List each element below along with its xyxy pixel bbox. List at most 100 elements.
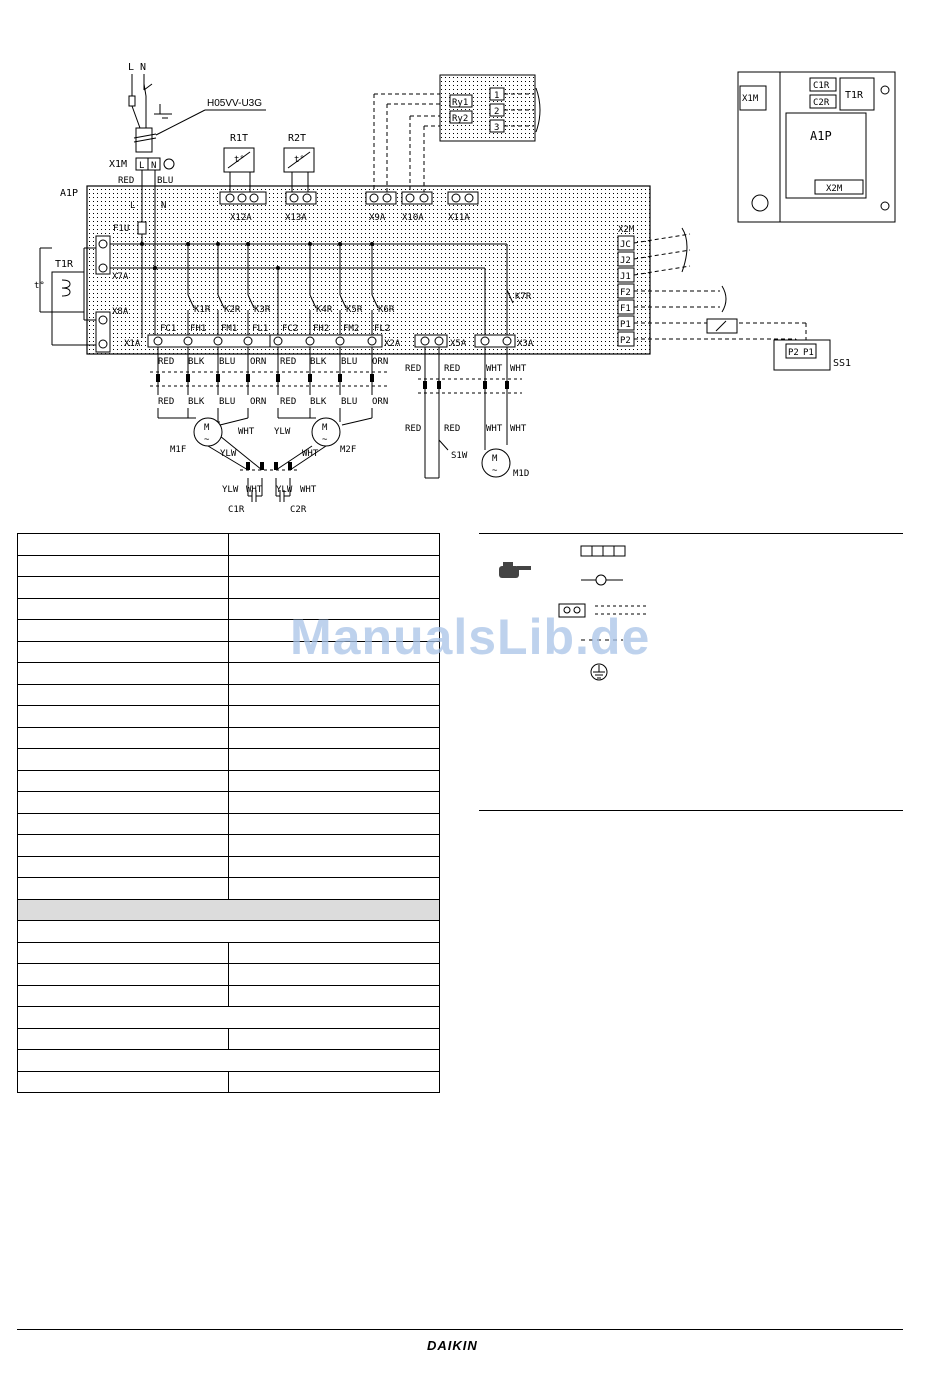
connector-symbol [581,574,623,586]
wire-red-5: RED [158,397,174,407]
legend-table [17,533,440,1093]
noise-filter [706,318,738,334]
m1d-m: M [492,454,498,464]
output-relays [449,87,505,133]
wire-red-6: RED [280,397,296,407]
term-fh1: FH1 [190,324,206,334]
label-x8a: X8A [112,307,129,317]
t1r-t: t° [34,281,45,291]
sb-a1p: A1P [810,129,832,143]
x2m-terminal-strip [617,235,635,347]
ss1-p1: P1 [803,348,814,358]
relay-k4r: K4R [316,305,333,315]
plug-symbol [558,603,647,618]
label-x9a: X9A [369,213,386,223]
label-r2t: R2T [288,133,306,144]
watermark: ManualsLib.de [290,609,651,665]
sb-c1r: C1R [813,81,830,91]
wire-wht-4: WHT [510,424,527,434]
plug-pins [156,374,509,389]
relay-k2r: K2R [224,305,241,315]
relay-k6r: K6R [378,305,395,315]
x2m-j2: J2 [620,256,631,266]
x2m-brace-1 [681,227,688,273]
thermistors [223,147,315,192]
remote-terminals [785,343,817,359]
wire-red-7: RED [405,424,421,434]
relay-k5r: K5R [346,305,363,315]
relay-k3r: K3R [254,305,271,315]
noise-filter-slash [715,320,727,332]
motor-m1f [193,417,223,447]
label-cable: H05VV-U3G [207,98,262,109]
footer-rule [17,1329,903,1330]
label-m2f: M2F [340,445,356,455]
wire-blk-2: BLK [310,357,327,367]
label-x10a: X10A [402,213,424,223]
x2m-p2: P2 [620,336,631,346]
label-x7a: X7A [112,272,129,282]
label-ss1: SS1 [833,358,851,369]
term-fh2: FH2 [313,324,329,334]
label-x13a: X13A [285,213,307,223]
m1f-m: M [204,423,210,433]
wire-blk-3: BLK [188,397,205,407]
wire-orn-4: ORN [372,397,388,407]
junction-dots [140,242,374,270]
label-ry1: Ry1 [452,98,468,108]
sb-x1m: X1M [742,94,759,104]
label-x1a: X1A [124,339,141,349]
wire-blu-2: BLU [341,357,357,367]
wire-blu-1: BLU [219,357,235,367]
wire-blu-4: BLU [341,397,357,407]
motor-m2f [311,417,341,447]
label-f1u: F1U [113,224,129,234]
capacitors [248,490,290,502]
wire-orn-1: ORN [250,357,266,367]
wire-wht-1: WHT [486,364,503,374]
transformer-t1r [39,247,98,346]
x1m-l: L [139,161,144,171]
x2m-f1: F1 [620,304,631,314]
out-term-2: 2 [494,107,499,117]
pointing-hand-icon [499,562,531,578]
fan-motor-wiring [157,408,373,496]
label-blu: BLU [157,176,173,186]
x2m-jc: JC [620,240,631,250]
sb-x2m: X2M [826,184,843,194]
term-fl1: FL1 [252,324,268,334]
wire-orn-3: ORN [250,397,266,407]
wire-l: L [130,201,135,211]
c1r-ylw: YLW [222,485,239,495]
wire-orn-2: ORN [372,357,388,367]
switchbox-layout [737,71,896,223]
x1m-n: N [151,161,156,171]
wire-wht-3: WHT [486,424,503,434]
x2m-dashed-lines [633,233,807,343]
sb-t1r: T1R [845,90,864,101]
c1r-wht: WHT [246,485,263,495]
wire-red-4: RED [444,364,460,374]
notes-panel [479,533,903,811]
x5a-x3a-connectors [414,334,516,348]
x2m-j1: J1 [620,272,631,282]
out-term-1: 1 [494,91,499,101]
m2f-m: M [322,423,328,433]
x7a-x8a-connectors [95,235,111,353]
m1f-ylw: YLW [220,449,237,459]
label-red: RED [118,176,134,186]
wiring-diagram: A1P L N H05VV-U3G X1M L N RED BLU L N F1… [34,62,896,515]
x1a-x2a-connectors [147,334,383,348]
label-s1w: S1W [451,451,468,461]
label-x5a: X5A [450,339,467,349]
out-term-3: 3 [494,123,499,133]
earth-icon [590,663,608,681]
wire-blk-4: BLK [310,397,327,407]
label-a1p: A1P [60,188,78,199]
wire-n: N [161,201,166,211]
wire-wht-2: WHT [510,364,527,374]
relay-contacts [187,289,514,338]
m2f-tilde: ~ [322,435,328,445]
wire-blu-3: BLU [219,397,235,407]
top-connectors [219,191,479,205]
